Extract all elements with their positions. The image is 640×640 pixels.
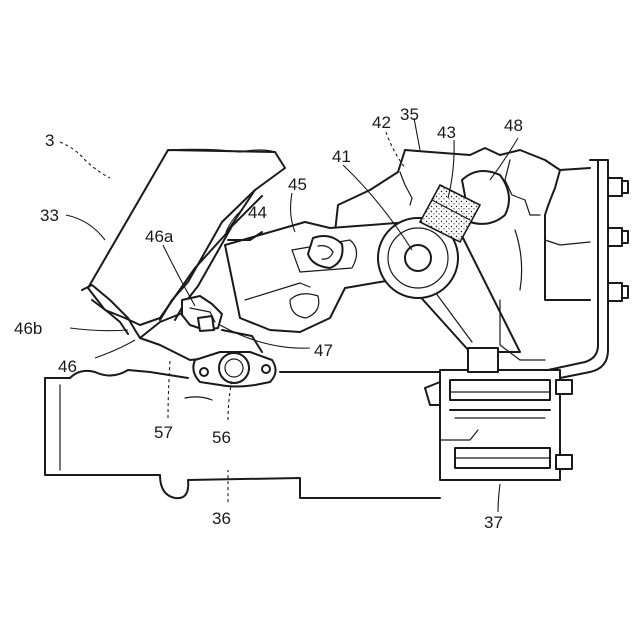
pin-56: [193, 352, 275, 387]
label-46a: 46a: [145, 227, 174, 246]
label-41: 41: [332, 147, 351, 166]
mounting-plate: [548, 160, 628, 378]
unit-37: [425, 348, 572, 480]
label-57: 57: [154, 423, 173, 442]
label-42: 42: [372, 113, 391, 132]
label-44: 44: [248, 203, 267, 222]
label-47: 47: [314, 341, 333, 360]
frame-36: [45, 370, 440, 498]
label-46b: 46b: [14, 319, 42, 338]
label-35: 35: [400, 105, 419, 124]
label-37: 37: [484, 513, 503, 532]
label-45: 45: [288, 175, 307, 194]
label-43: 43: [437, 123, 456, 142]
label-46: 46: [58, 357, 77, 376]
label-36: 36: [212, 509, 231, 528]
label-48: 48: [504, 116, 523, 135]
label-3: 3: [45, 131, 54, 150]
label-56: 56: [212, 428, 231, 447]
label-33: 33: [40, 206, 59, 225]
